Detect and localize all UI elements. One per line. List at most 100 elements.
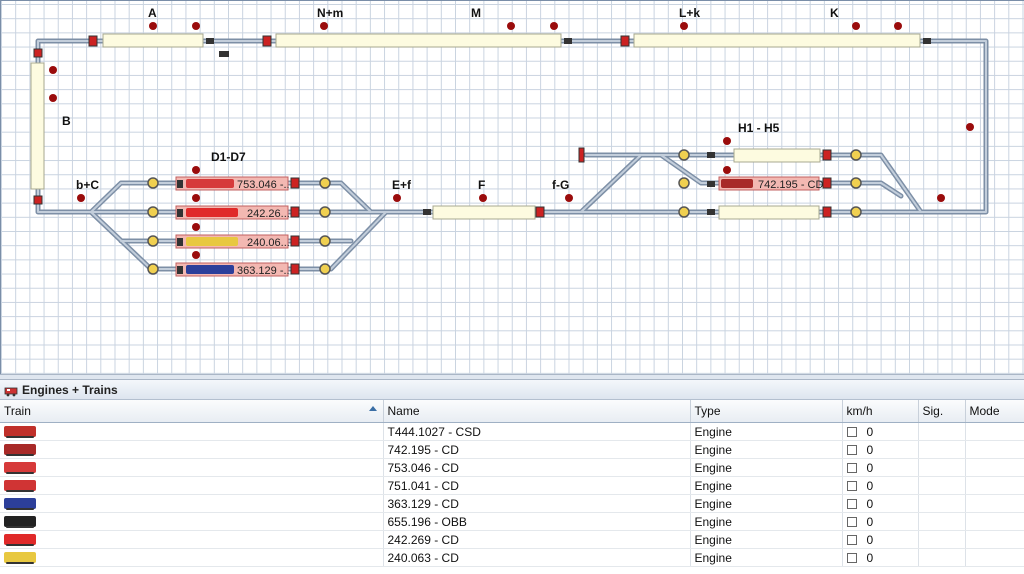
speed-cell[interactable]: 0	[842, 476, 919, 495]
mode-cell[interactable]	[965, 548, 1024, 567]
speed-cell[interactable]: 0	[842, 548, 919, 567]
mode-cell[interactable]	[965, 440, 1024, 459]
sensor-icon	[147, 206, 159, 218]
train-name-cell[interactable]: 240.063 - CD	[383, 548, 691, 567]
train-thumbnail-cell[interactable]	[0, 476, 384, 495]
block-a	[102, 33, 204, 48]
train-name-cell[interactable]: 751.041 - CD	[383, 476, 691, 495]
signals[interactable]	[33, 35, 931, 275]
speed-cell[interactable]: 0	[842, 422, 919, 441]
column-header-type[interactable]: Type	[690, 400, 843, 423]
column-header-speed[interactable]: km/h	[842, 400, 919, 423]
speed-checkbox[interactable]	[846, 445, 857, 456]
sensor-icon	[319, 263, 331, 275]
signal-icon	[177, 209, 183, 217]
train-thumbnail-cell[interactable]	[0, 512, 384, 531]
signal-cell[interactable]	[918, 548, 966, 567]
train-name: 240.063 - CD	[387, 550, 459, 565]
train-type: Engine	[694, 514, 732, 529]
engines-table-container[interactable]: Train Name Type km/h Sig. Mode T444.1027…	[0, 400, 1024, 574]
train-type-cell[interactable]: Engine	[690, 494, 843, 513]
mode-cell[interactable]	[965, 476, 1024, 495]
speed-cell[interactable]: 0	[842, 494, 919, 513]
column-header-signal[interactable]: Sig.	[918, 400, 966, 423]
train-name-cell[interactable]: 242.269 - CD	[383, 530, 691, 549]
train-name-cell[interactable]: 753.046 - CD	[383, 458, 691, 477]
signal-icon	[620, 35, 630, 47]
signal-cell[interactable]	[918, 458, 966, 477]
panel-splitter[interactable]	[0, 374, 1024, 380]
header-label: Mode	[969, 404, 1000, 418]
signal-cell[interactable]	[918, 440, 966, 459]
train-thumbnail-cell[interactable]	[0, 422, 384, 441]
speed-cell[interactable]: 0	[842, 440, 919, 459]
speed-checkbox[interactable]	[846, 427, 857, 438]
speed-value: 0	[866, 532, 874, 547]
speed-checkbox[interactable]	[846, 553, 857, 564]
train-thumbnail-cell[interactable]	[0, 440, 384, 459]
train-thumbnail-cell[interactable]	[0, 530, 384, 549]
signal-icon	[177, 266, 183, 274]
mode-cell[interactable]	[965, 494, 1024, 513]
train-type-cell[interactable]: Engine	[690, 422, 843, 441]
train-thumbnail-cell[interactable]	[0, 458, 384, 477]
feedback-dot-icon	[680, 22, 688, 30]
train-name-cell[interactable]: 363.129 - CD	[383, 494, 691, 513]
signal-cell[interactable]	[918, 494, 966, 513]
train-type-cell[interactable]: Engine	[690, 458, 843, 477]
occupancy-blocks[interactable]	[30, 33, 921, 220]
contact-sensors[interactable]	[147, 149, 862, 275]
track-diagram[interactable]: 753.046 -... 242.26... 240.06... 363.129…	[1, 1, 1024, 375]
signal-icon	[923, 38, 931, 44]
block-label: M	[471, 6, 481, 20]
track-layout-canvas[interactable]: 753.046 -... 242.26... 240.06... 363.129…	[0, 0, 1024, 374]
engine-icon	[4, 384, 18, 396]
column-header-mode[interactable]: Mode	[965, 400, 1024, 423]
speed-checkbox[interactable]	[846, 481, 857, 492]
signal-icon	[290, 235, 300, 247]
train-type-cell[interactable]: Engine	[690, 548, 843, 567]
header-label: Name	[387, 404, 420, 418]
speed-checkbox[interactable]	[846, 535, 857, 546]
column-header-train[interactable]: Train	[0, 400, 384, 423]
train-type-cell[interactable]: Engine	[690, 512, 843, 531]
train-type-cell[interactable]: Engine	[690, 440, 843, 459]
speed-checkbox[interactable]	[846, 463, 857, 474]
mode-cell[interactable]	[965, 530, 1024, 549]
signal-cell[interactable]	[918, 476, 966, 495]
mode-cell[interactable]	[965, 458, 1024, 477]
signal-cell[interactable]	[918, 422, 966, 441]
train-type-cell[interactable]: Engine	[690, 530, 843, 549]
mode-cell[interactable]	[965, 422, 1024, 441]
signal-cell[interactable]	[918, 530, 966, 549]
speed-cell[interactable]: 0	[842, 458, 919, 477]
train-name-cell[interactable]: 655.196 - OBB	[383, 512, 691, 531]
speed-cell[interactable]: 0	[842, 512, 919, 531]
speed-checkbox[interactable]	[846, 499, 857, 510]
train-thumbnail-cell[interactable]	[0, 494, 384, 513]
header-label: Type	[694, 404, 721, 418]
train-type-cell[interactable]: Engine	[690, 476, 843, 495]
mode-cell[interactable]	[965, 512, 1024, 531]
block-label: D1-D7	[211, 150, 246, 164]
speed-cell[interactable]: 0	[842, 530, 919, 549]
signal-icon	[707, 152, 715, 158]
signal-cell[interactable]	[918, 512, 966, 531]
speed-checkbox[interactable]	[846, 517, 857, 528]
train-thumbnail-cell[interactable]	[0, 548, 384, 567]
feedback-dot-icon	[723, 137, 731, 145]
train-name-cell[interactable]: T444.1027 - CSD	[383, 422, 691, 441]
train-icons[interactable]	[186, 179, 753, 274]
occupied-blocks[interactable]	[175, 176, 820, 277]
train-242-icon	[186, 208, 238, 217]
column-header-name[interactable]: Name	[383, 400, 691, 423]
train-name-cell[interactable]: 742.195 - CD	[383, 440, 691, 459]
